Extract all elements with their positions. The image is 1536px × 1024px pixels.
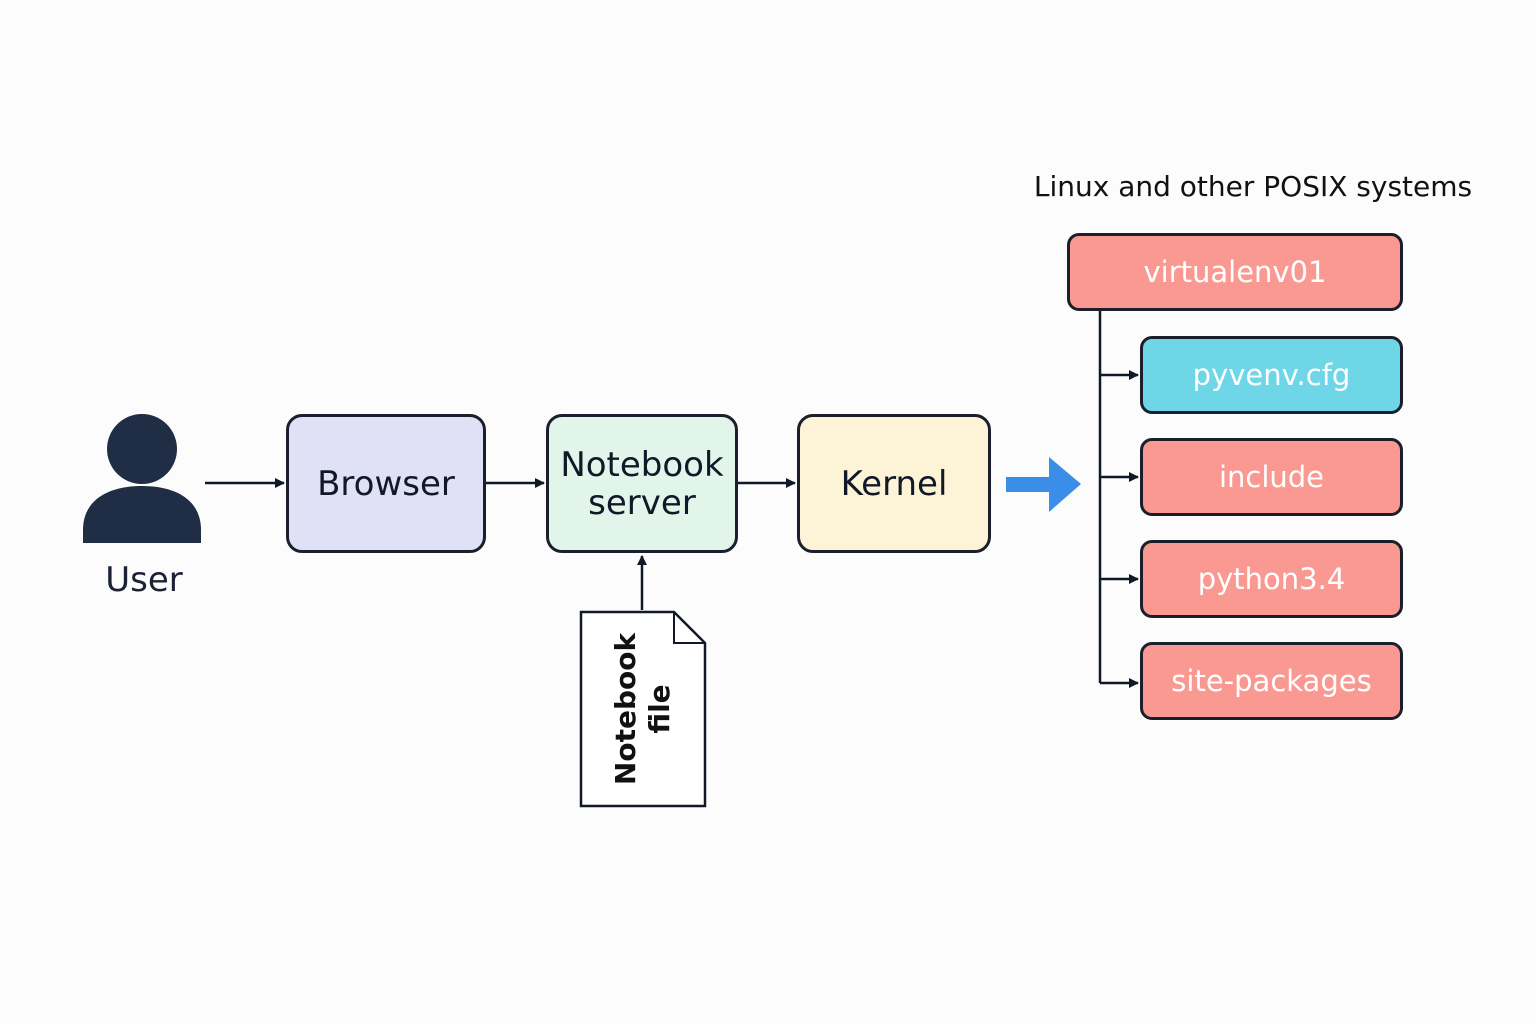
user-label: User xyxy=(105,560,183,600)
tree-item-include: include xyxy=(1140,438,1403,516)
browser-label: Browser xyxy=(317,463,455,504)
blue-arrow-icon xyxy=(1006,457,1081,512)
notebook-server-label: Notebook server xyxy=(560,444,724,523)
browser-box: Browser xyxy=(286,414,486,553)
tree-title: Linux and other POSIX systems xyxy=(1033,170,1473,203)
kernel-label: Kernel xyxy=(840,463,948,504)
notebook-server-box: Notebook server xyxy=(546,414,738,553)
kernel-box: Kernel xyxy=(797,414,991,553)
tree-item-site-packages: site-packages xyxy=(1140,642,1403,720)
tree-item-label: python3.4 xyxy=(1197,562,1346,596)
tree-root-label: virtualenv01 xyxy=(1143,255,1327,289)
tree-item-label: site-packages xyxy=(1171,664,1372,698)
notebook-file-shape xyxy=(579,610,707,808)
tree-item-python: python3.4 xyxy=(1140,540,1403,618)
notebook-file: Notebook file xyxy=(579,610,707,808)
user-icon xyxy=(83,414,201,543)
notebook-file-fold xyxy=(673,612,705,644)
tree-item-label: include xyxy=(1218,460,1325,494)
tree-item-label: pyvenv.cfg xyxy=(1192,358,1351,392)
tree-item-pyvenv-cfg: pyvenv.cfg xyxy=(1140,336,1403,414)
notebook-file-label: Notebook file xyxy=(609,632,676,786)
tree-root-box: virtualenv01 xyxy=(1067,233,1403,311)
